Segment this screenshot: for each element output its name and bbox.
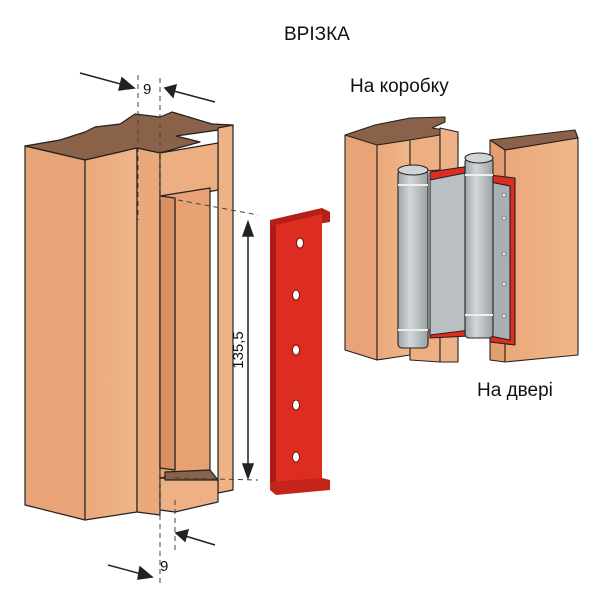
hinge-plate <box>270 208 330 495</box>
arrow-right-icon <box>118 76 136 91</box>
dimension-arrows <box>79 72 255 580</box>
block-left-face <box>24 145 86 521</box>
spring-cylinder-right <box>464 157 494 339</box>
block-rabbet-face <box>136 147 161 516</box>
frame-label: На коробку <box>350 76 449 97</box>
arrow-left-icon <box>174 528 190 543</box>
spring-cylinder-left <box>397 169 429 349</box>
installed-hinge-view <box>344 116 579 363</box>
hinge-leaf <box>429 171 471 336</box>
mortise-slot-side <box>159 195 176 471</box>
door-label: На двері <box>477 380 553 401</box>
block-front-face <box>84 147 138 521</box>
diagram-title: ВРІЗКА <box>284 24 350 45</box>
frame-block <box>24 111 234 521</box>
arrow-right-icon <box>137 565 154 580</box>
mortise-bottom-block <box>159 477 219 513</box>
dimension-guides <box>137 75 259 585</box>
door-front-face <box>504 137 579 363</box>
bottom-width-dimension: 9 <box>160 558 168 575</box>
plate-holes <box>292 237 304 463</box>
top-width-dimension: 9 <box>143 81 151 98</box>
arrow-left-icon <box>163 83 178 99</box>
height-dimension: 135,5 <box>230 331 247 369</box>
frame-left-face <box>344 134 378 361</box>
arrow-down-icon <box>241 463 255 481</box>
arrow-up-icon <box>241 219 255 237</box>
block-right-face <box>217 124 234 494</box>
